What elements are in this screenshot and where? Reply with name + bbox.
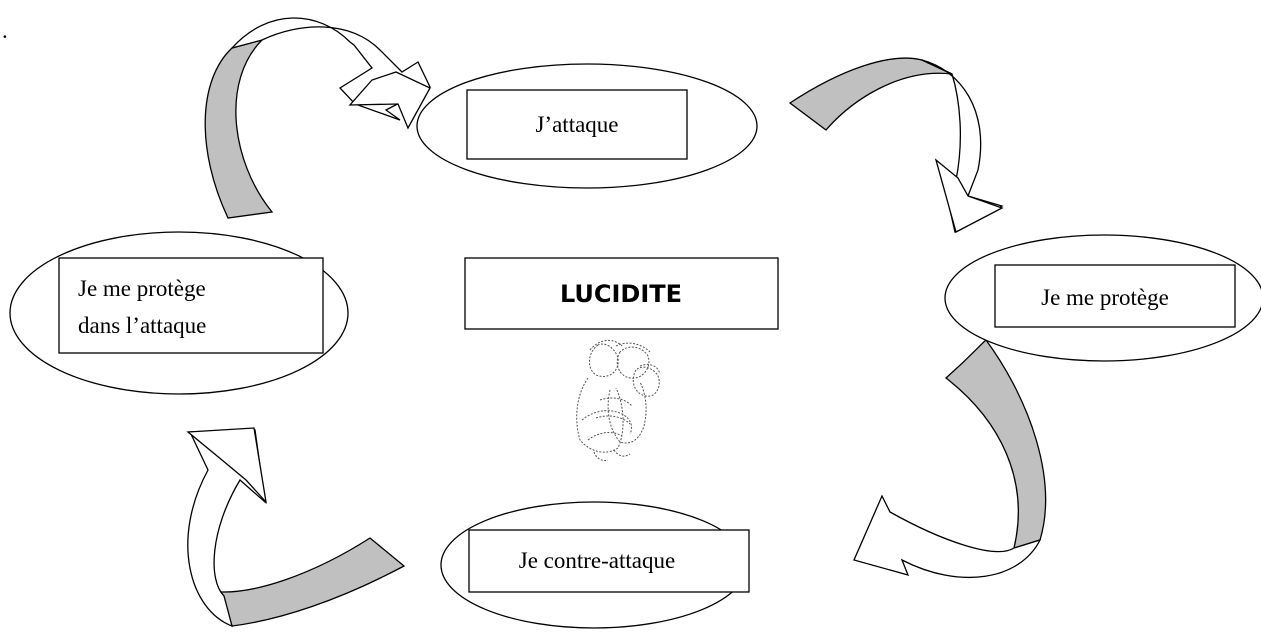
node-protect-in-attack: Je me protège dans l’attaque [9, 231, 349, 395]
stray-mark: . [2, 18, 8, 43]
node-protect-in-attack-label-line2: dans l’attaque [78, 313, 206, 338]
node-protect-in-attack-label-line1: Je me protège [78, 276, 206, 301]
node-protect-label: Je me protège [1041, 285, 1169, 310]
center-title: LUCIDITE [560, 280, 682, 308]
embracing-figures-icon [576, 340, 661, 461]
arrow-left-to-top [204, 17, 431, 219]
arrow-top-to-right [788, 57, 1004, 233]
arrow-right-to-bottom [853, 339, 1047, 578]
node-attack: J’attaque [416, 63, 758, 189]
center-lucidite: LUCIDITE [464, 257, 779, 330]
arrow-bottom-to-left [186, 427, 406, 628]
node-counter-attack-label: Je contre-attaque [519, 548, 675, 573]
node-attack-label: J’attaque [535, 112, 618, 137]
node-counter-attack: Je contre-attaque [440, 501, 750, 629]
node-protect: Je me protège [944, 234, 1261, 362]
